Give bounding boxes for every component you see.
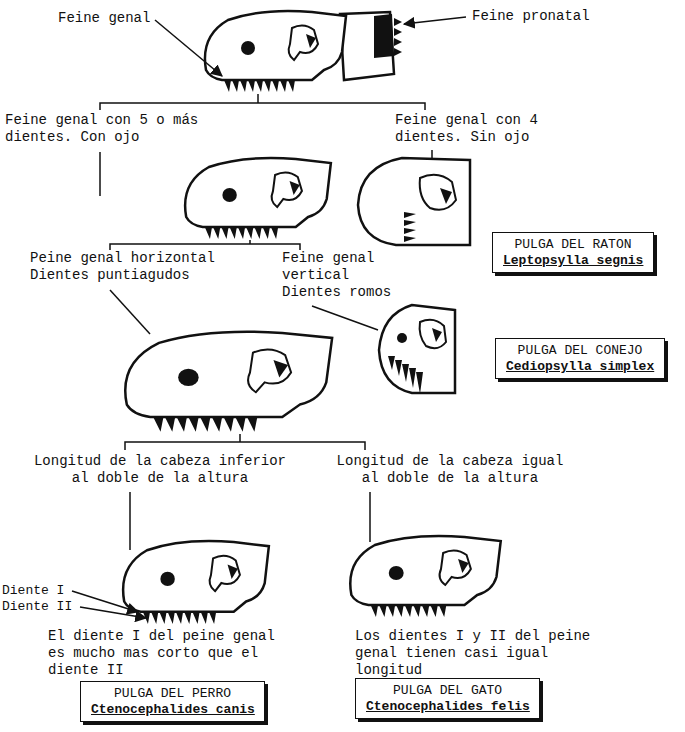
pointer-arrow: [404, 17, 466, 24]
key-label: Longitud de la cabeza igual al doble de …: [330, 453, 570, 487]
pointer-arrow: [80, 607, 146, 618]
key-line: [369, 492, 371, 542]
head-drawing: [125, 332, 332, 432]
head-drawing: [185, 158, 331, 239]
key-label: Feine genal: [58, 10, 150, 27]
key-line: [129, 492, 131, 550]
key-label: Longitud de la cabeza inferior al doble …: [30, 453, 290, 487]
key-label: Los dientes I y II del peine genal tiene…: [355, 628, 600, 678]
scientific-name: Ctenocephalides felis: [366, 699, 529, 715]
species-box: PULGA DEL GATOCtenocephalides felis: [355, 678, 540, 719]
thorax-outline: [340, 12, 394, 80]
key-label: Feine pronatal: [472, 8, 590, 25]
antenna: [420, 320, 446, 349]
key-label: El diente I del peine genal es mucho mas…: [48, 628, 288, 678]
flea-head-mouse: [358, 158, 470, 245]
key-bracket: [100, 94, 425, 110]
key-label: Feine genal con 5 o más dientes. Con ojo: [5, 112, 210, 146]
species-box: PULGA DEL CONEJOCediopsylla simplex: [495, 338, 665, 379]
antenna-mark: [432, 328, 442, 342]
head-outline: [379, 305, 455, 393]
flea-head-rabbit: [379, 305, 455, 394]
common-name: PULGA DEL PERRO: [91, 686, 254, 702]
common-name: PULGA DEL CONEJO: [506, 343, 654, 359]
species-box: PULGA DEL RATONLeptopsylla segnis: [492, 232, 654, 273]
head-drawing: [205, 11, 346, 92]
pointer-arrow: [72, 591, 138, 612]
key-line: [99, 152, 101, 196]
scientific-name: Leptopsylla segnis: [503, 253, 643, 269]
genal-comb: [404, 212, 416, 242]
antenna-mark: [440, 188, 452, 204]
key-label: Peine genal horizontal Dientes puntiagud…: [30, 250, 230, 284]
key-label: Feine genal vertical Dientes romos: [282, 250, 400, 300]
key-label: Diente II: [2, 599, 72, 615]
key-line: [312, 306, 378, 330]
pronotal-teeth: [394, 18, 402, 56]
scientific-name: Cediopsylla simplex: [506, 359, 654, 375]
key-label: Feine genal con 4 dientes. Sin ojo: [395, 112, 555, 146]
key-bracket: [125, 434, 365, 450]
flea-head-top: [205, 11, 402, 92]
eye: [397, 333, 407, 343]
head-drawing: [123, 541, 269, 624]
key-label: Diente I: [2, 583, 64, 599]
head-drawing: [350, 536, 500, 617]
common-name: PULGA DEL GATO: [366, 683, 529, 699]
head-outline: [358, 158, 470, 245]
key-bracket: [110, 240, 300, 250]
genal-comb: [388, 356, 423, 394]
common-name: PULGA DEL RATON: [503, 237, 643, 253]
pointer-arrow: [155, 20, 222, 76]
key-line: [110, 290, 150, 334]
pronotal-comb: [374, 14, 394, 58]
scientific-name: Ctenocephalides canis: [91, 702, 254, 718]
antenna: [420, 175, 456, 210]
species-box: PULGA DEL PERROCtenocephalides canis: [80, 681, 265, 722]
